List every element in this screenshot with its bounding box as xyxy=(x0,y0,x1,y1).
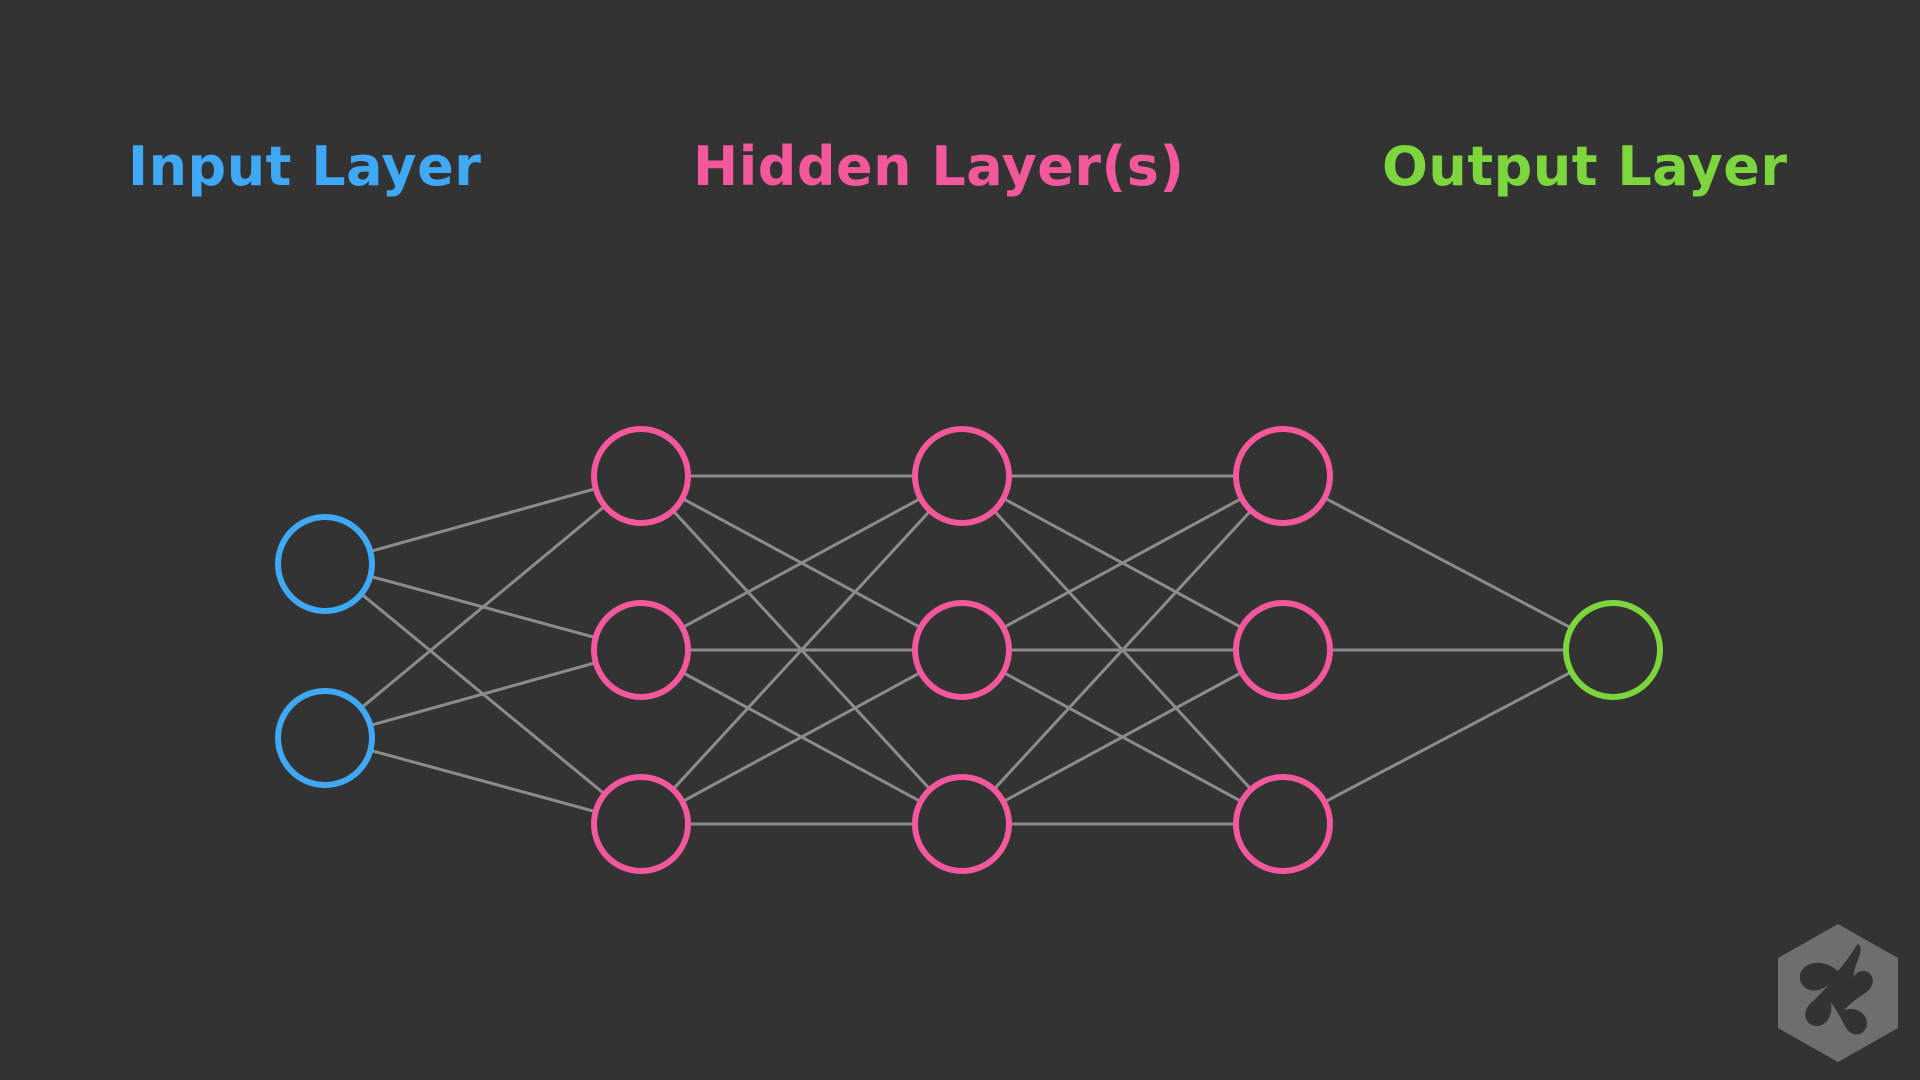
connection-edge xyxy=(1281,648,1615,826)
node-interior xyxy=(915,429,1009,523)
connection-edge xyxy=(323,474,643,740)
neuron-glyph xyxy=(1799,944,1873,1035)
connection-edges xyxy=(323,474,1615,826)
neuron-node[interactable] xyxy=(1233,426,1333,526)
connection-edge xyxy=(960,648,1285,826)
neuron-node[interactable] xyxy=(275,514,375,614)
hexagon-neuron-logo-watermark xyxy=(1778,924,1898,1062)
connection-edge xyxy=(639,474,964,652)
neuron-node[interactable] xyxy=(912,774,1012,874)
node-interior xyxy=(594,603,688,697)
connection-edge xyxy=(323,736,643,826)
connection-edge xyxy=(960,474,1285,826)
node-interior xyxy=(594,429,688,523)
neuron-node[interactable] xyxy=(1563,600,1663,700)
neuron-node[interactable] xyxy=(1233,774,1333,874)
neuron-node[interactable] xyxy=(1233,600,1333,700)
neuron-nodes xyxy=(275,426,1663,874)
neuron-node[interactable] xyxy=(912,426,1012,526)
node-interior xyxy=(915,603,1009,697)
neuron-node[interactable] xyxy=(275,688,375,788)
neuron-node[interactable] xyxy=(591,426,691,526)
node-interior xyxy=(1236,429,1330,523)
node-interior xyxy=(1236,777,1330,871)
neuron-node[interactable] xyxy=(591,600,691,700)
node-interior xyxy=(278,691,372,785)
node-interior xyxy=(278,517,372,611)
connection-edge xyxy=(1281,474,1615,652)
layer-label-output: Output Layer xyxy=(1382,135,1788,198)
connection-edge xyxy=(639,474,964,826)
connection-edge xyxy=(960,474,1285,652)
connection-edge xyxy=(639,648,964,826)
connection-edge xyxy=(323,474,643,566)
layer-label-input: Input Layer xyxy=(128,135,482,198)
node-interior xyxy=(1566,603,1660,697)
node-interior xyxy=(915,777,1009,871)
node-interior xyxy=(594,777,688,871)
neuron-node[interactable] xyxy=(591,774,691,874)
connection-edge xyxy=(323,648,643,740)
node-interior xyxy=(1236,603,1330,697)
layer-label-hidden: Hidden Layer(s) xyxy=(693,135,1185,198)
neuron-node[interactable] xyxy=(912,600,1012,700)
